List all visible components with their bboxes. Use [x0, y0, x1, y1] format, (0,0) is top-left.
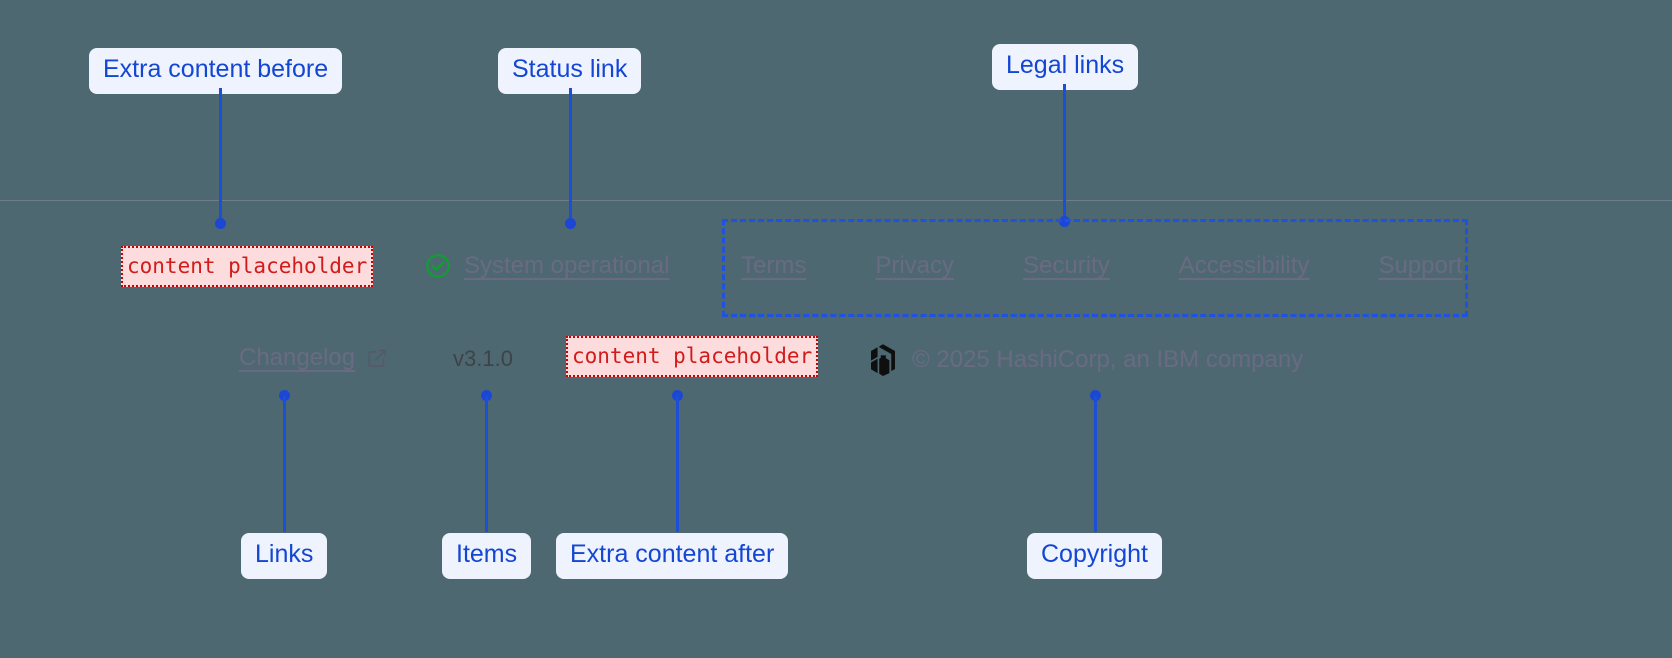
status-link-label: System operational: [464, 252, 670, 279]
footer-top-divider: [0, 200, 1672, 201]
copyright-text: © 2025 HashiCorp, an IBM company: [912, 346, 1304, 373]
status-link[interactable]: System operational: [424, 252, 669, 280]
annotation-leader-legal-links: [1063, 84, 1066, 221]
hashicorp-logo: [871, 344, 895, 376]
annotation-label-copyright: Copyright: [1027, 533, 1162, 579]
legal-links-list: Terms Privacy Security Accessibility Sup…: [741, 252, 1463, 280]
annotation-dot-extra-content-after: [672, 390, 683, 401]
annotation-dot-copyright: [1090, 390, 1101, 401]
annotation-leader-copyright: [1094, 396, 1097, 532]
legal-link-accessibility[interactable]: Accessibility: [1178, 252, 1310, 279]
brand-copyright-group: © 2025 HashiCorp, an IBM company: [868, 344, 1303, 376]
annotation-label-links: Links: [241, 533, 328, 579]
annotation-leader-extra-content-before: [219, 88, 222, 225]
annotation-dot-links: [279, 390, 290, 401]
legal-link-support[interactable]: Support: [1378, 252, 1463, 279]
check-circle-icon: [426, 254, 450, 278]
annotation-label-status-link: Status link: [498, 48, 642, 94]
annotation-dot-extra-content-before: [215, 218, 226, 229]
annotation-leader-status-link: [569, 88, 572, 225]
annotation-label-extra-content-after: Extra content after: [556, 533, 789, 579]
version-label: v3.1.0: [453, 346, 513, 371]
annotation-box-legal-links: [722, 219, 1468, 317]
annotation-dot-items: [481, 390, 492, 401]
annotation-dot-status-link: [565, 218, 576, 229]
external-link-icon: [368, 349, 387, 368]
annotation-label-extra-content-before: Extra content before: [89, 48, 343, 94]
extra-content-before-placeholder: content placeholder: [121, 246, 374, 288]
annotation-label-items: Items: [442, 533, 532, 579]
changelog-link-label: Changelog: [239, 344, 356, 371]
annotation-leader-items: [485, 396, 488, 532]
annotation-leader-extra-content-after: [676, 396, 679, 532]
extra-content-after-placeholder: content placeholder: [566, 336, 819, 378]
page-top-band: [0, 0, 1672, 200]
legal-link-terms[interactable]: Terms: [741, 252, 807, 279]
annotation-label-legal-links: Legal links: [992, 44, 1139, 90]
legal-link-security[interactable]: Security: [1023, 252, 1110, 279]
legal-link-privacy[interactable]: Privacy: [875, 252, 955, 279]
changelog-link[interactable]: Changelog: [239, 344, 389, 372]
annotation-leader-links: [283, 396, 286, 532]
